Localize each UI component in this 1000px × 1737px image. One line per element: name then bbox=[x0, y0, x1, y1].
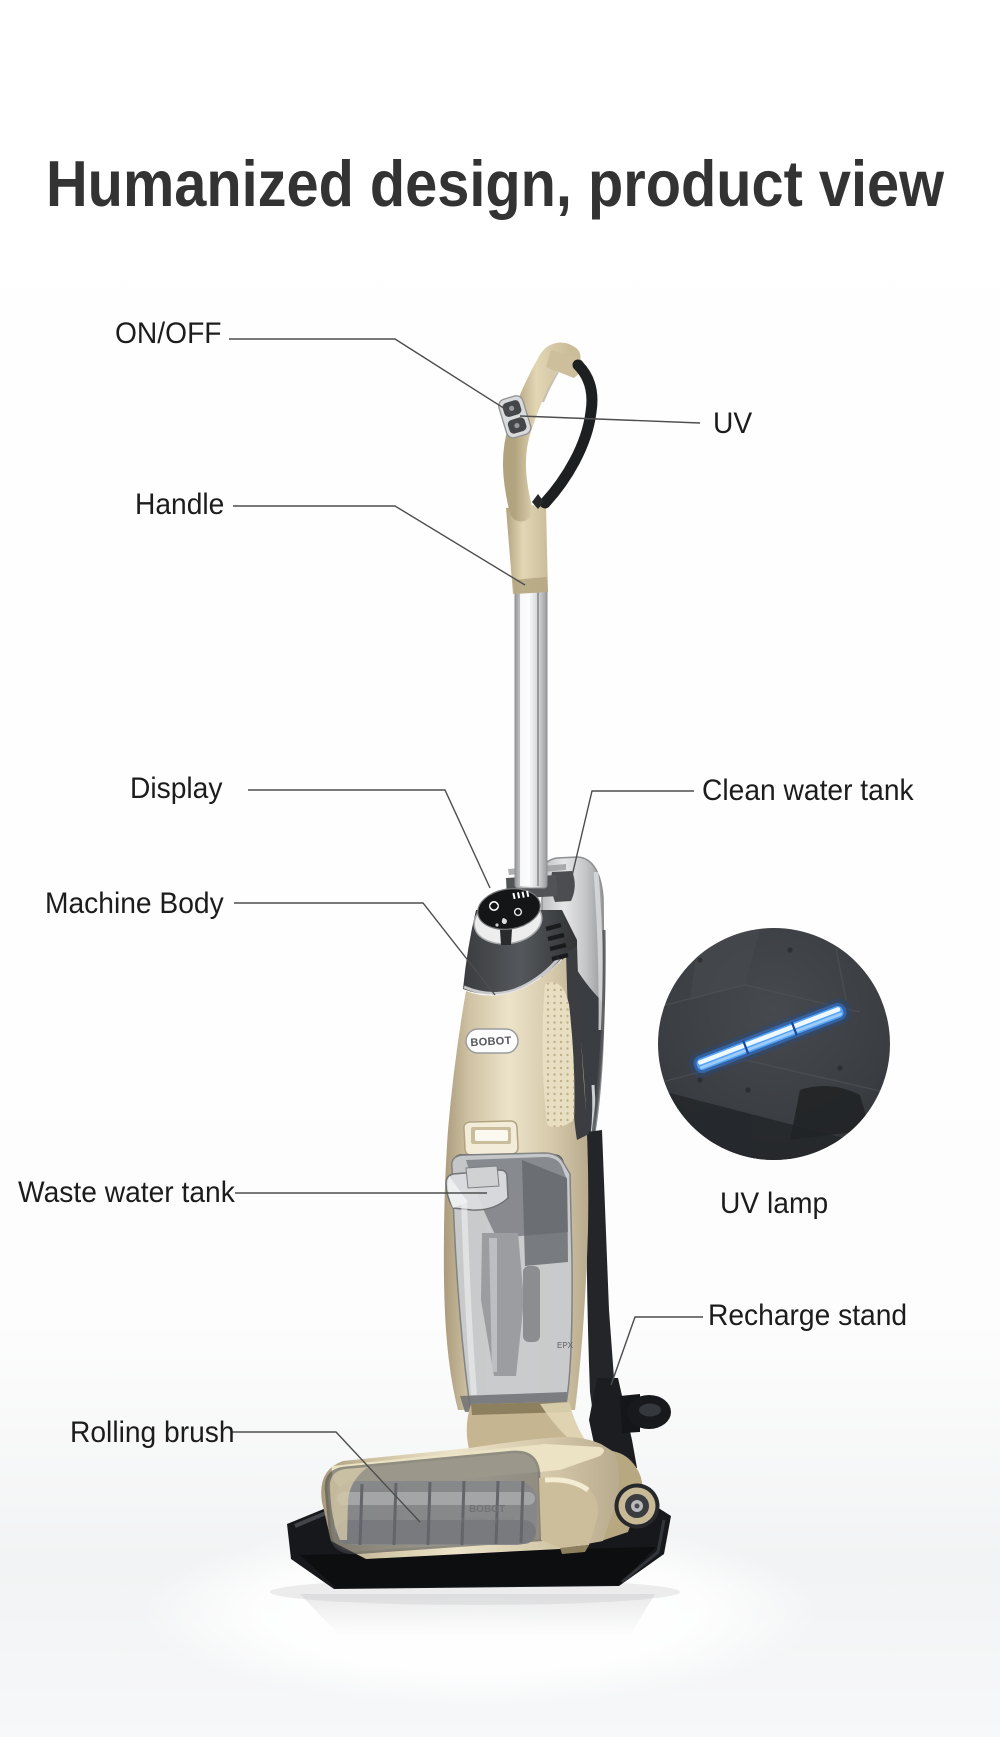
svg-text:BOBOT: BOBOT bbox=[470, 1035, 512, 1049]
svg-text:EPX: EPX bbox=[557, 1341, 574, 1350]
svg-text:BOBOT: BOBOT bbox=[469, 1504, 505, 1515]
svg-text:CLEANING SYSTEM: CLEANING SYSTEM bbox=[461, 1518, 514, 1524]
